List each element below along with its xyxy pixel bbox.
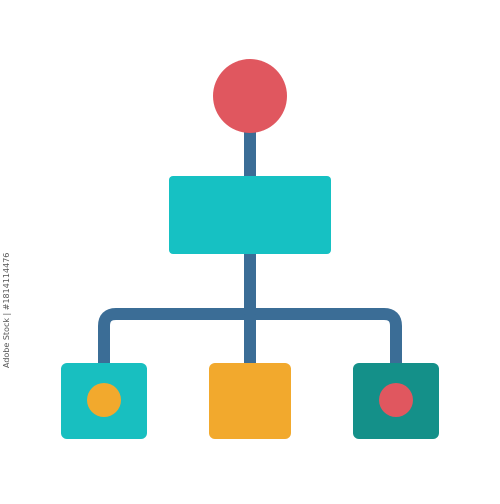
stock-id-label: Adobe Stock | #1814114476 [2, 252, 11, 368]
stock-id-strip: Adobe Stock | #1814114476 [0, 0, 14, 500]
hub-node-box [169, 176, 331, 254]
connector-root-to-hub [244, 126, 256, 180]
connector-branch-middle [244, 314, 256, 372]
child-node-right-dot [379, 383, 413, 417]
child-node-middle [209, 363, 291, 439]
connector-lines [98, 126, 402, 372]
root-node-circle [213, 59, 287, 133]
connector-hub-to-branch [244, 250, 256, 316]
child-node-left-dot [87, 383, 121, 417]
